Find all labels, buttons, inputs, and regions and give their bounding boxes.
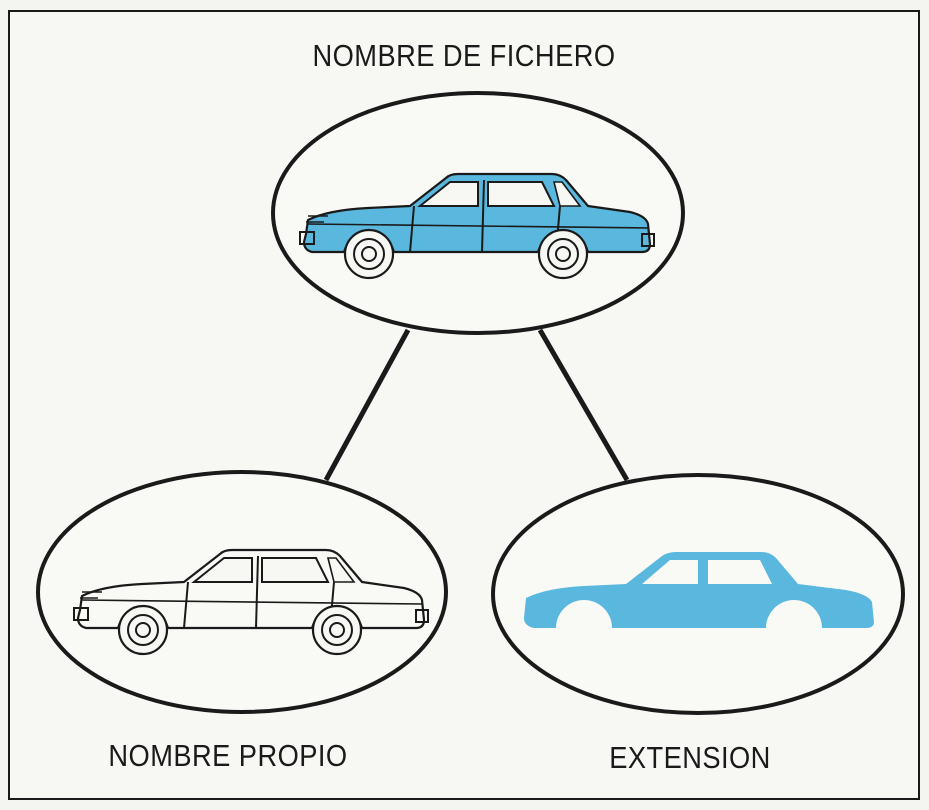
node-left-label: NOMBRE PROPIO <box>108 738 348 773</box>
car-silhouette-icon <box>524 552 874 628</box>
connector-left <box>323 328 411 482</box>
connector-right <box>537 328 630 482</box>
node-top-label: NOMBRE DE FICHERO <box>312 38 616 73</box>
node-right-label: EXTENSION <box>609 740 771 775</box>
